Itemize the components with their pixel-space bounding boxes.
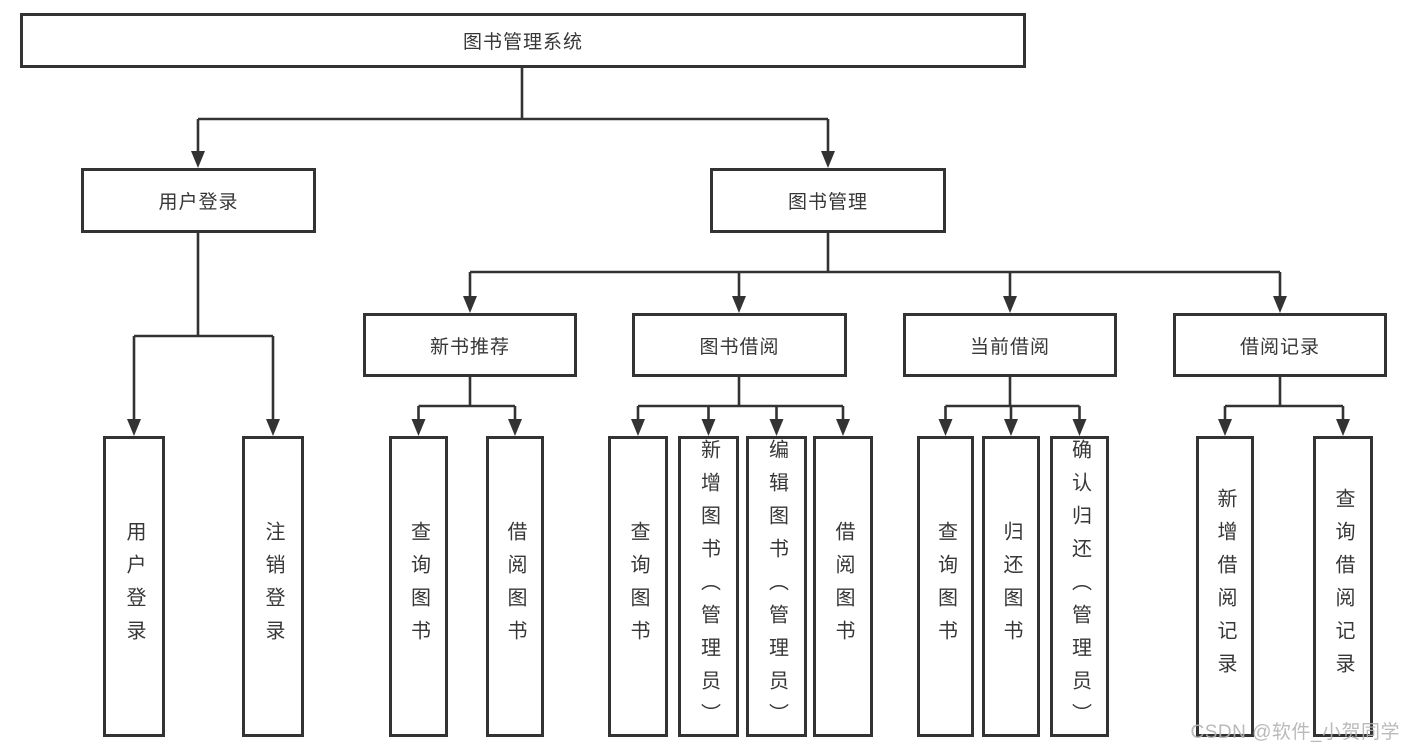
leaf-return-books: 归还图书	[982, 436, 1040, 737]
arrow-down-icon	[463, 296, 477, 313]
arrow-down-icon	[1072, 419, 1087, 436]
arrow-down-icon	[1273, 296, 1287, 313]
arrow-down-icon	[1218, 419, 1232, 436]
arrow-down-icon	[769, 419, 784, 436]
leaf-logout: 注销登录	[242, 436, 304, 737]
node-borrowing-records: 借阅记录	[1173, 313, 1387, 377]
leaf-user-login: 用户登录	[103, 436, 165, 737]
leaf-add-book-admin: 新增图书（管理员）	[678, 436, 739, 737]
leaf-add-borrow-record: 新增借阅记录	[1196, 436, 1254, 737]
node-current-borrowing: 当前借阅	[903, 313, 1117, 377]
node-book-management: 图书管理	[710, 168, 946, 233]
arrow-down-icon	[836, 419, 850, 436]
arrow-down-icon	[631, 419, 645, 436]
watermark: CSDN @软件_小贺同学	[1190, 722, 1400, 743]
arrow-down-icon	[1336, 419, 1350, 436]
leaf-confirm-return-admin: 确认归还（管理员）	[1050, 436, 1109, 737]
node-user-login: 用户登录	[81, 168, 316, 233]
arrow-down-icon	[701, 419, 716, 436]
leaf-query-borrow-record: 查询借阅记录	[1313, 436, 1373, 737]
connector-segments	[132, 68, 1345, 420]
leaf-newbook-borrow-books: 借阅图书	[486, 436, 544, 737]
leaf-edit-book-admin: 编辑图书（管理员）	[746, 436, 807, 737]
connector-arrows	[127, 151, 1350, 436]
arrow-down-icon	[191, 151, 205, 168]
arrow-down-icon	[411, 419, 426, 436]
arrow-down-icon	[127, 419, 141, 436]
leaf-newbook-query-books: 查询图书	[389, 436, 448, 737]
arrow-down-icon	[1004, 419, 1018, 436]
node-library-system: 图书管理系统	[20, 13, 1026, 68]
leaf-borrow-books: 借阅图书	[813, 436, 873, 737]
arrow-down-icon	[508, 419, 522, 436]
leaf-borrow-query-books: 查询图书	[608, 436, 668, 737]
arrow-down-icon	[732, 296, 746, 313]
arrow-down-icon	[266, 419, 280, 436]
arrow-down-icon	[938, 419, 953, 436]
node-new-book-recommendation: 新书推荐	[363, 313, 577, 377]
arrow-down-icon	[821, 151, 835, 168]
arrow-down-icon	[1003, 296, 1017, 313]
leaf-current-query-books: 查询图书	[917, 436, 974, 737]
node-book-borrowing: 图书借阅	[632, 313, 847, 377]
